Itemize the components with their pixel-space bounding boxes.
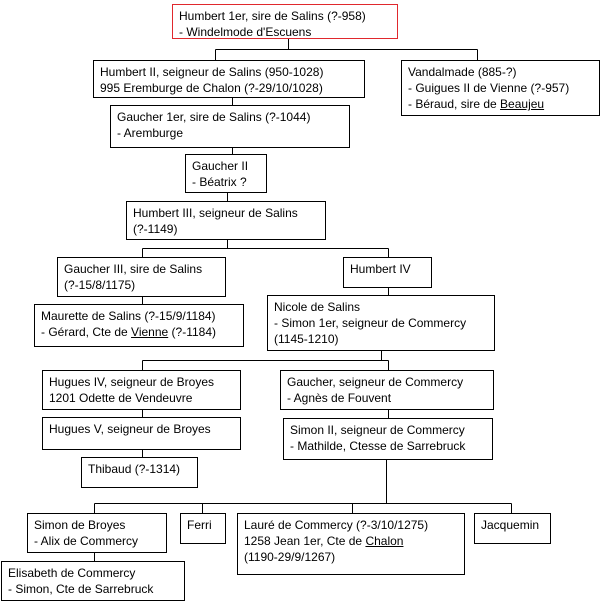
connector-nicole: [142, 351, 389, 370]
person-text-line: - Simon 1er, seigneur de Commercy: [274, 316, 467, 330]
person-text-line: Humbert II, seigneur de Salins (950-1028…: [100, 65, 324, 79]
person-box-humbert4: Humbert IV: [343, 257, 432, 288]
person-text-line: Lauré de Commercy (?-3/10/1275): [244, 518, 429, 532]
person-text-line: (1190-29/9/1267): [244, 549, 458, 565]
person-box-humbert3: Humbert III, seigneur de Salins (?-1149): [126, 201, 326, 240]
place-link[interactable]: Beaujeu: [500, 97, 545, 111]
person-text-line: Thibaud (?-1314): [88, 462, 181, 476]
person-text-line: (1145-1210): [274, 332, 339, 346]
connector-simon2: [94, 460, 512, 513]
person-box-gaucher-commercy: Gaucher, seigneur de Commercy - Agnès de …: [280, 370, 494, 410]
person-text-line: Gaucher II: [192, 159, 249, 173]
person-box-laure: Lauré de Commercy (?-3/10/1275) 1258 Jean…: [237, 513, 465, 575]
person-text-line: Hugues IV, seigneur de Broyes: [49, 375, 214, 389]
person-text-line: - Béatrix ?: [192, 175, 247, 189]
person-text-line: Humbert IV: [350, 262, 411, 276]
person-text-line: - Gérard, Cte de Vienne (?-1184): [41, 324, 237, 340]
person-box-humbert2: Humbert II, seigneur de Salins (950-1028…: [93, 60, 365, 98]
date-text: (?-1184): [168, 325, 217, 339]
person-text-line: 1258 Jean 1er, Cte de Chalon: [244, 534, 404, 548]
person-box-hugues5: Hugues V, seigneur de Broyes: [42, 417, 241, 450]
person-text-line: (?-15/8/1175): [64, 278, 136, 292]
person-text-line: Gaucher 1er, sire de Salins (?-1044): [117, 110, 311, 124]
person-text-line: Gaucher III, sire de Salins: [64, 262, 203, 276]
spouse-text: (1190-29/9/1267): [244, 550, 336, 564]
person-box-elisabeth: Elisabeth de Commercy - Simon, Cte de Sar…: [1, 561, 185, 601]
spouse-text: - Béraud, sire de: [408, 97, 501, 111]
person-text-line: Simon de Broyes: [34, 518, 126, 532]
person-text-line: (?-1149): [133, 222, 178, 236]
person-text-line: - Mathilde, Ctesse de Sarrebruck: [290, 439, 466, 453]
person-box-gaucher2: Gaucher II - Béatrix ?: [185, 154, 267, 193]
person-box-gaucher3: Gaucher III, sire de Salins (?-15/8/1175): [57, 257, 226, 297]
person-box-humbert1: Humbert 1er, sire de Salins (?-958) - Win…: [172, 4, 398, 39]
connector-root: [215, 39, 478, 60]
person-text-line: 1201 Odette de Vendeuvre: [49, 391, 193, 405]
person-box-simon2: Simon II, seigneur de Commercy - Mathilde…: [283, 418, 493, 460]
person-box-jacquemin: Jacquemin: [474, 513, 551, 544]
person-text-line: - Guigues II de Vienne (?-957): [408, 81, 570, 95]
person-text-line: Ferri: [187, 518, 212, 532]
person-text-line: - Alix de Commercy: [34, 534, 139, 548]
person-text-line: Humbert III, seigneur de Salins: [133, 206, 298, 220]
person-box-nicole: Nicole de Salins - Simon 1er, seigneur de…: [267, 295, 495, 351]
person-text-line: Elisabeth de Commercy: [8, 566, 136, 580]
person-box-maurette: Maurette de Salins (?-15/9/1184)- Gérard…: [34, 304, 244, 347]
person-box-ferri: Ferri: [180, 513, 226, 544]
person-text-line: Jacquemin: [481, 518, 540, 532]
person-text-line: - Aremburge: [117, 126, 184, 140]
person-box-vandalmade: Vandalmade (885-?) - Guigues II de Vienne…: [401, 60, 600, 116]
person-box-thibaud: Thibaud (?-1314): [81, 457, 198, 488]
place-link[interactable]: Chalon: [365, 534, 404, 548]
person-text-line: Maurette de Salins (?-15/9/1184): [41, 309, 216, 323]
person-text-line: Simon II, seigneur de Commercy: [290, 423, 465, 437]
person-text-line: 995 Eremburge de Chalon (?-29/10/1028): [100, 81, 323, 95]
person-text-line: Hugues V, seigneur de Broyes: [49, 422, 211, 436]
person-text-line: Vandalmade (885-?): [408, 65, 517, 79]
person-text-line: - Windelmode d'Escuens: [179, 25, 312, 39]
place-link[interactable]: Vienne: [131, 325, 169, 339]
person-text-line: Humbert 1er, sire de Salins (?-958): [179, 9, 366, 23]
person-text-line: - Béraud, sire de Beaujeu: [408, 96, 593, 112]
person-text-line: Nicole de Salins: [274, 300, 361, 314]
connector-humbert3: [142, 240, 389, 257]
person-box-hugues4: Hugues IV, seigneur de Broyes 1201 Odette…: [42, 370, 241, 410]
person-text-line: Gaucher, seigneur de Commercy: [287, 375, 464, 389]
spouse-text: - Gérard, Cte de: [41, 325, 132, 339]
person-box-simon-broyes: Simon de Broyes - Alix de Commercy: [27, 513, 167, 553]
person-box-gaucher1: Gaucher 1er, sire de Salins (?-1044) - Ar…: [110, 105, 350, 148]
person-text-line: - Simon, Cte de Sarrebruck: [8, 582, 154, 596]
person-text-line: - Agnès de Fouvent: [287, 391, 392, 405]
